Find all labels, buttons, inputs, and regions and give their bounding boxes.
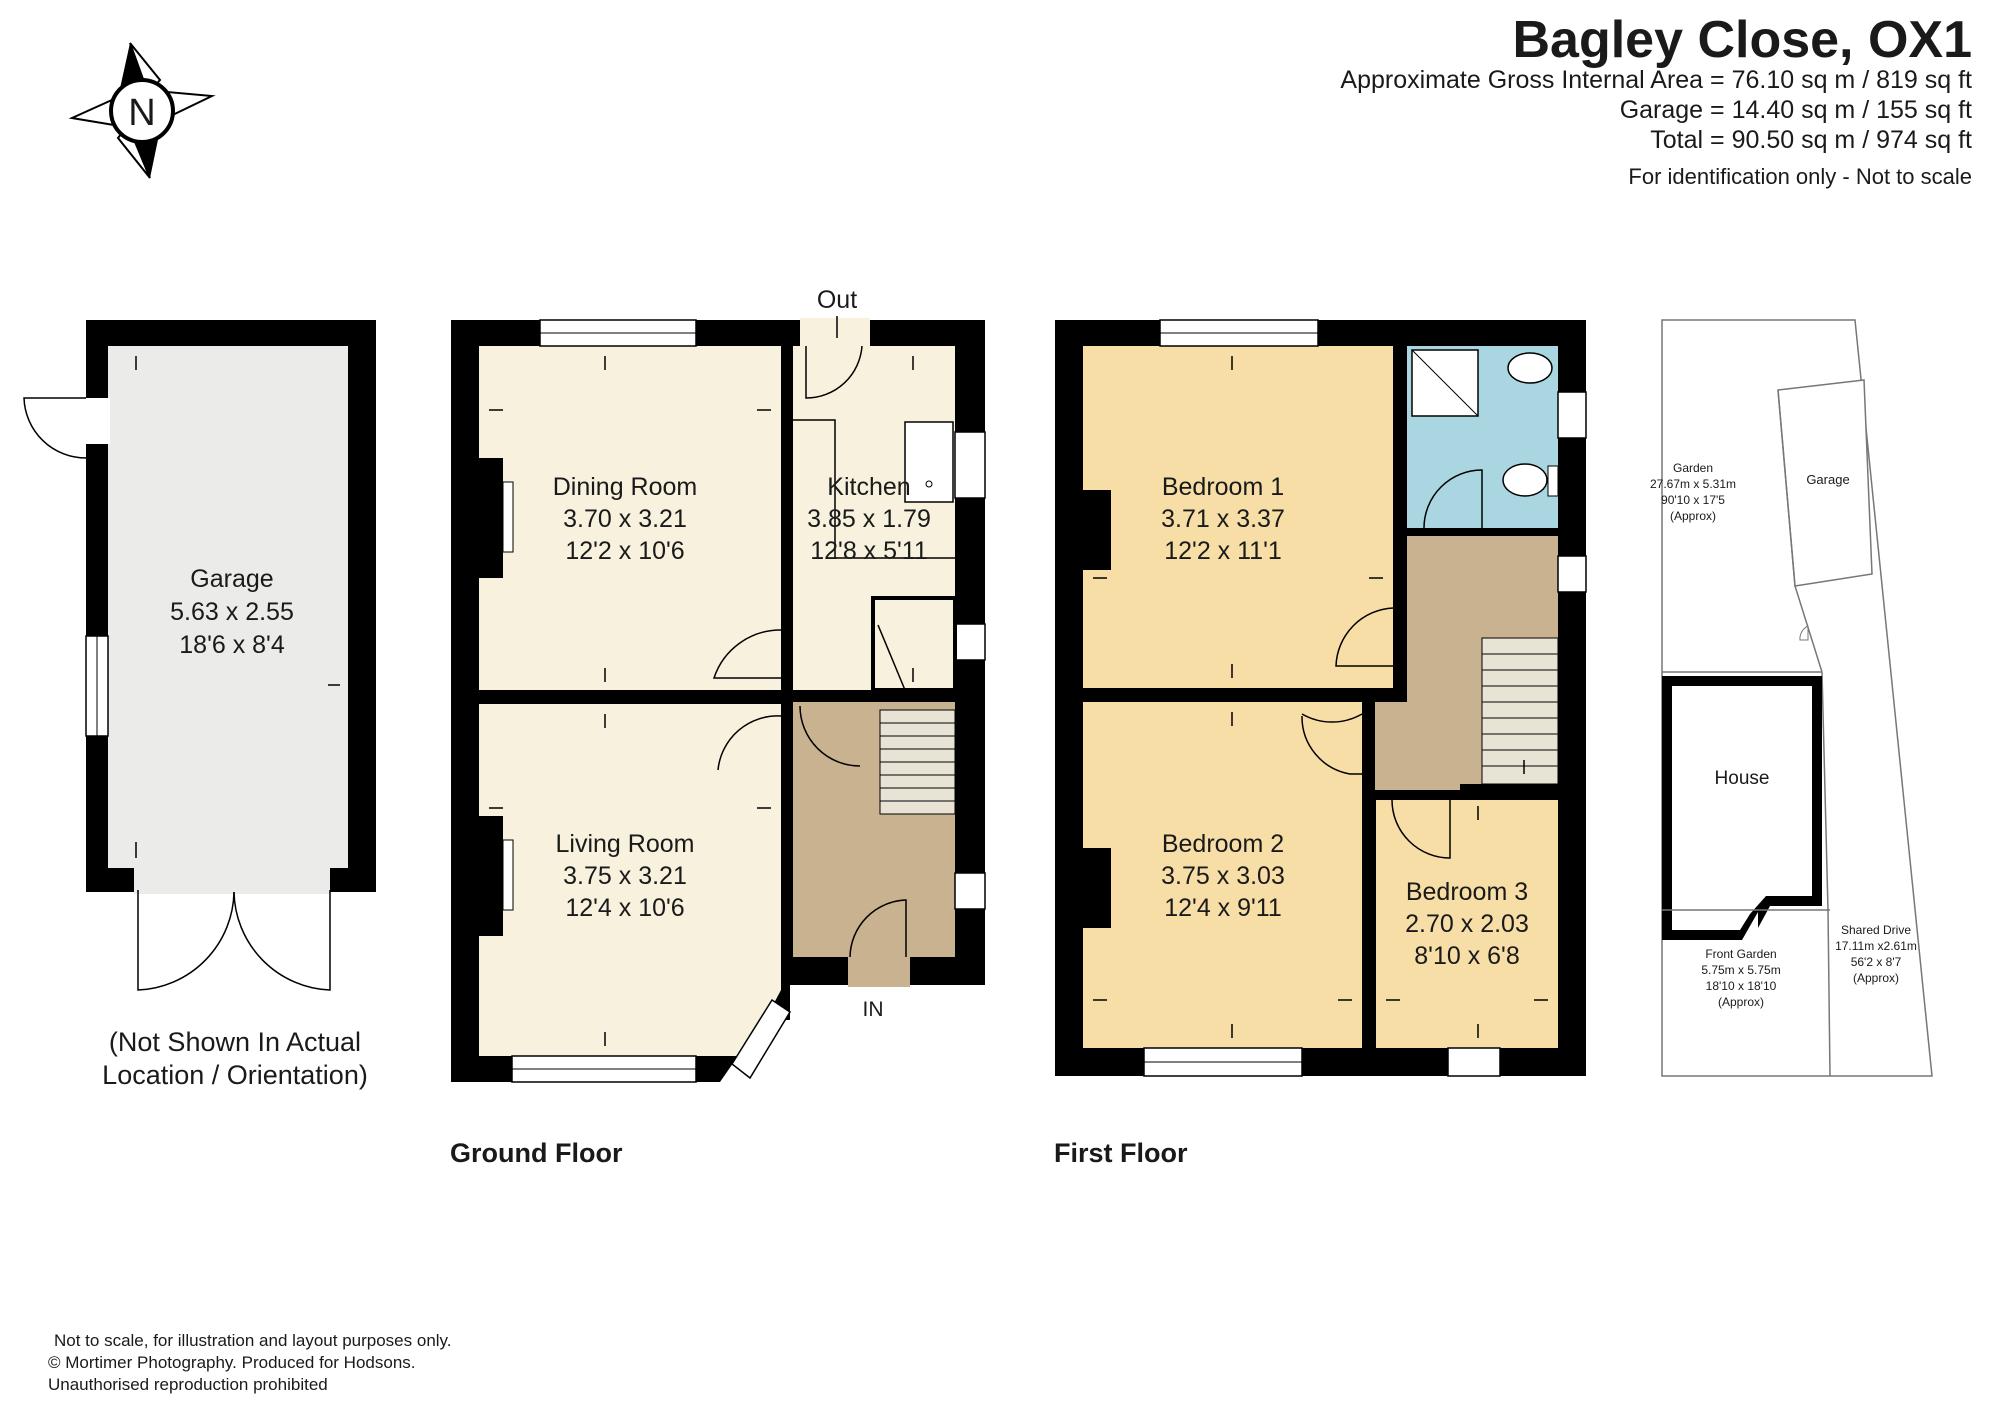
footer-line-1: Not to scale, for illustration and layou…: [54, 1331, 452, 1350]
basin-icon: [1507, 352, 1553, 384]
bedroom-1-name: Bedroom 1: [1162, 473, 1284, 501]
kitchen-window: [954, 431, 986, 499]
toilet-icon: [1502, 463, 1548, 497]
gross-internal-area: Approximate Gross Internal Area = 76.10 …: [1340, 66, 1972, 94]
dining-room-metric: 3.70 x 3.21: [563, 505, 687, 533]
dining-room-chimney: [479, 458, 503, 578]
bedroom-3-name: Bedroom 3: [1406, 878, 1528, 906]
living-room-door: [717, 715, 782, 771]
garage-plan: Garage 5.63 x 2.55 18'6 x 8'4: [23, 320, 376, 991]
site-garden-approx: (Approx): [1670, 509, 1716, 523]
bedroom-2-chimney: [1083, 848, 1111, 928]
kitchen-imperial: 12'8 x 5'11: [810, 537, 928, 565]
dining-room-imperial: 12'2 x 10'6: [565, 537, 684, 565]
property-title: Bagley Close, OX1: [1512, 11, 1972, 69]
first-floor-plan: Bedroom 1 3.71 x 3.37 12'2 x 11'1 Bedroo…: [1055, 319, 1587, 1077]
garage-front-door-right: [233, 890, 331, 991]
dining-room-floor: [479, 346, 781, 690]
garage-side-door: [23, 397, 87, 459]
bedroom-3-floor: [1376, 800, 1558, 1048]
site-front-garden-metric: 5.75m x 5.75m: [1701, 963, 1780, 977]
site-front-garden-approx: (Approx): [1718, 995, 1764, 1009]
ground-floor-label: Ground Floor: [450, 1138, 623, 1168]
garage-location-note: (Not Shown In Actual Location / Orientat…: [75, 1026, 395, 1092]
site-shared-drive-imperial: 56'2 x 8'7: [1851, 955, 1902, 969]
ground-floor-plan: Out IN Dining Room 3.70 x 3.21 12'2 x 10…: [451, 286, 986, 1083]
site-garden-name: Garden: [1673, 461, 1713, 475]
identification-note: For identification only - Not to scale: [1628, 164, 1972, 189]
bedroom-3-window: [1447, 1047, 1501, 1077]
site-front-garden-name: Front Garden: [1705, 947, 1776, 961]
garage-area: Garage = 14.40 sq m / 155 sq ft: [1619, 96, 1972, 124]
bedroom-2-metric: 3.75 x 3.03: [1161, 862, 1285, 890]
bedroom-2-imperial: 12'4 x 9'11: [1164, 894, 1282, 922]
kitchen-window-small: [954, 623, 986, 661]
garage-front-door-left: [137, 890, 235, 991]
site-garage-label: Garage: [1806, 472, 1849, 487]
dining-room-name: Dining Room: [553, 473, 698, 501]
bedroom-1-imperial: 12'2 x 11'1: [1164, 537, 1282, 565]
garage-room-metric: 5.63 x 2.55: [170, 598, 294, 626]
dining-room-door: [712, 629, 782, 679]
door-out-label: Out: [817, 286, 857, 314]
bedroom-1-floor: [1083, 346, 1393, 688]
kitchen-sink: [904, 421, 954, 503]
hallway-window: [954, 872, 986, 910]
living-room-metric: 3.75 x 3.21: [563, 862, 687, 890]
footer-line-3: Unauthorised reproduction prohibited: [48, 1375, 328, 1394]
garage-room-imperial: 18'6 x 8'4: [179, 631, 285, 659]
living-room-floor: [479, 704, 781, 1056]
garage-note-line-2: Location / Orientation): [102, 1060, 368, 1090]
living-room-name: Living Room: [556, 830, 695, 858]
front-door: [849, 899, 907, 958]
bedroom-2-door: [1301, 715, 1362, 775]
bedroom-3-imperial: 8'10 x 6'8: [1414, 942, 1519, 970]
bedroom-1-metric: 3.71 x 3.37: [1161, 505, 1285, 533]
site-shared-drive-name: Shared Drive: [1841, 923, 1911, 937]
bedroom-2-floor: [1083, 702, 1362, 1048]
compass-icon: N: [68, 42, 216, 179]
site-front-garden-imperial: 18'10 x 18'10: [1706, 979, 1777, 993]
living-room-bay-window: [731, 998, 792, 1080]
footer-disclaimer: Not to scale, for illustration and layou…: [48, 1330, 452, 1396]
footer-line-2: © Mortimer Photography. Produced for Hod…: [48, 1353, 416, 1372]
site-shared-drive-approx: (Approx): [1853, 971, 1899, 985]
bedroom-3-metric: 2.70 x 2.03: [1405, 910, 1529, 938]
hall-door: [799, 705, 861, 767]
site-garden-metric: 27.67m x 5.31m: [1650, 477, 1736, 491]
garage-room-name: Garage: [190, 565, 273, 593]
site-garden-imperial: 90'10 x 17'5: [1661, 493, 1725, 507]
first-floor-label: First Floor: [1054, 1138, 1188, 1168]
compass-north-label: N: [128, 92, 155, 134]
bathroom-door: [1423, 469, 1483, 529]
site-house-label: House: [1715, 768, 1770, 789]
bedroom-1-door: [1335, 607, 1394, 667]
garage-floor: [108, 346, 348, 868]
back-door: [805, 345, 863, 399]
bedroom-3-door: [1391, 799, 1451, 859]
bedroom-1-chimney: [1083, 490, 1111, 570]
living-room-imperial: 12'4 x 10'6: [565, 894, 684, 922]
site-plan: Garden 27.67m x 5.31m 90'10 x 17'5 (Appr…: [1650, 319, 1933, 1077]
site-house-floor: [1672, 686, 1812, 930]
living-room-chimney: [479, 816, 503, 936]
landing-window: [1557, 555, 1587, 593]
door-in-label: IN: [863, 998, 884, 1021]
kitchen-name: Kitchen: [827, 473, 910, 501]
total-area: Total = 90.50 sq m / 974 sq ft: [1650, 126, 1972, 154]
kitchen-metric: 3.85 x 1.79: [807, 505, 931, 533]
first-floor-stairs: [1481, 637, 1559, 785]
bedroom-2-name: Bedroom 2: [1162, 830, 1284, 858]
site-shared-drive-metric: 17.11m x2.61m: [1835, 939, 1917, 953]
garage-note-line-1: (Not Shown In Actual: [108, 1027, 362, 1057]
bathroom-window: [1557, 391, 1587, 439]
